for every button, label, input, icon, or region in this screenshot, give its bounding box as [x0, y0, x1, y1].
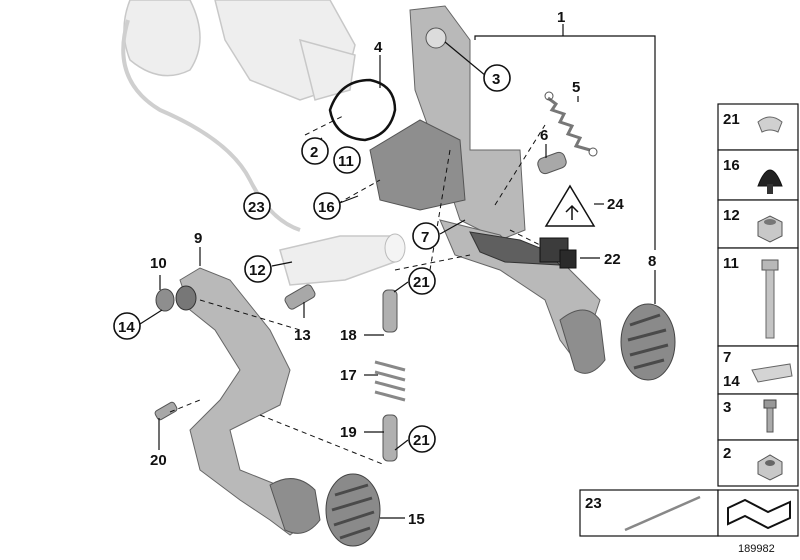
callout-1: 1 [557, 9, 565, 26]
callout-8: 8 [648, 253, 656, 270]
pedal-bracket [369, 5, 606, 374]
callout-labels: 1 4 5 6 8 9 10 13 15 17 18 19 20 22 24 [150, 9, 656, 528]
callout-21-upper: 21 [413, 274, 430, 291]
callout-13: 13 [294, 327, 311, 344]
warning-triangle [544, 184, 596, 227]
callout-22: 22 [604, 251, 621, 268]
callout-6: 6 [540, 127, 548, 144]
callout-16: 16 [318, 199, 335, 216]
callout-10: 10 [150, 255, 167, 272]
callout-7: 7 [421, 229, 429, 246]
legend-23: 23 [585, 495, 602, 512]
switch-part [539, 237, 577, 269]
callout-12: 12 [249, 262, 266, 279]
clutch-cylinder [279, 233, 406, 286]
bushing-part [537, 151, 567, 175]
callout-9: 9 [194, 230, 202, 247]
pedal-pad-bottom [325, 473, 381, 547]
callout-3: 3 [492, 71, 500, 88]
legend-16: 16 [723, 157, 740, 174]
callout-24: 24 [607, 196, 624, 213]
legend-3: 3 [723, 399, 731, 416]
gasket-ring [328, 78, 397, 142]
legend-14: 14 [723, 373, 740, 390]
callout-15: 15 [408, 511, 425, 528]
legend-2: 2 [723, 445, 731, 462]
parts-legend: 21 16 12 11 7 14 3 2 [717, 103, 799, 487]
callout-23: 23 [248, 199, 265, 216]
pedal-pad-right [620, 303, 676, 381]
callout-1-leaders [474, 24, 656, 250]
legend-12: 12 [723, 207, 740, 224]
small-parts [154, 284, 406, 462]
callout-20: 20 [150, 452, 167, 469]
callout-17: 17 [340, 367, 357, 384]
bottom-legend: 23 [579, 489, 799, 537]
assembly-lines [169, 114, 546, 466]
pedal-lever-left [179, 267, 321, 536]
callout-18: 18 [340, 327, 357, 344]
return-spring [544, 91, 598, 157]
callout-21-lower: 21 [413, 432, 430, 449]
callout-5: 5 [572, 79, 580, 96]
legend-21: 21 [723, 111, 740, 128]
callout-11: 11 [338, 153, 354, 170]
circled-callouts: 2 3 7 11 12 14 16 21 21 23 [113, 64, 511, 453]
callout-14: 14 [118, 319, 135, 336]
legend-11: 11 [723, 255, 739, 272]
reference-number: 189982 [738, 543, 775, 555]
ghost-brake-booster [121, 0, 356, 232]
callout-19: 19 [340, 424, 357, 441]
callout-2: 2 [310, 144, 318, 161]
callout-4: 4 [374, 39, 383, 56]
legend-7: 7 [723, 349, 731, 366]
